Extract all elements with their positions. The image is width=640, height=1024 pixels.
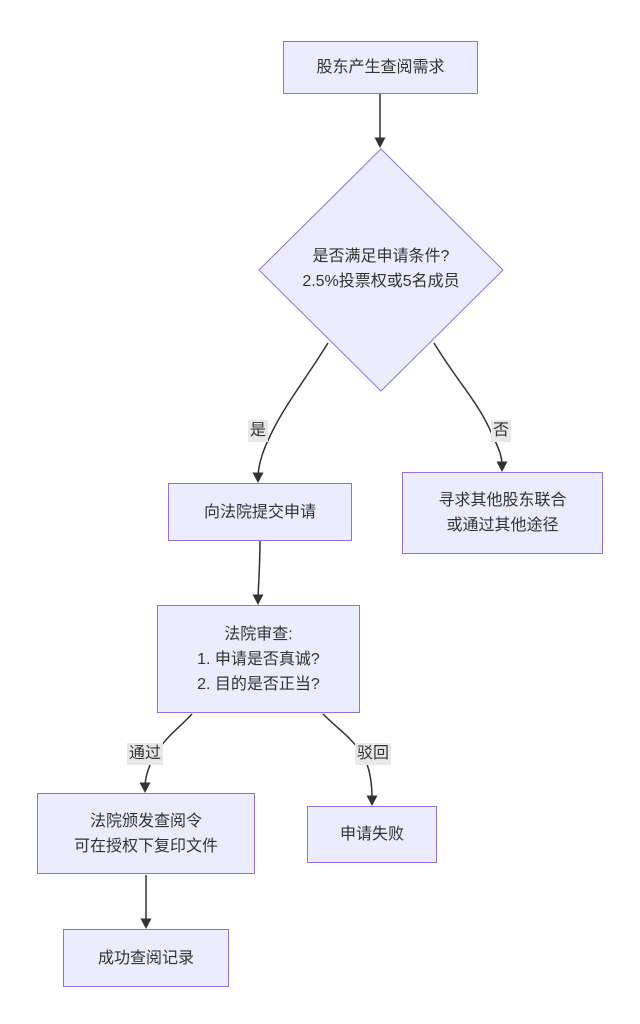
arrowhead-submit xyxy=(252,472,264,483)
node-order: 法院颁发查阅令 可在授权下复印文件 xyxy=(37,793,255,874)
edge-submit-review xyxy=(257,540,261,598)
node-review: 法院审查: 1. 申请是否真诚? 2. 目的是否正当? xyxy=(157,605,360,713)
node-fail-label: 申请失败 xyxy=(339,826,404,843)
node-success: 成功查阅记录 xyxy=(63,929,229,987)
node-condition-line2: 2.5%投票权或5名成员 xyxy=(302,273,460,290)
edge-label-pass: 通过 xyxy=(126,743,164,765)
node-submit-label: 向法院提交申请 xyxy=(203,503,316,521)
edge-label-no: 否 xyxy=(490,420,512,442)
arrowhead-seek xyxy=(496,461,508,472)
node-seek-line1: 寻求其他股东联合 xyxy=(438,492,567,509)
node-condition-line1: 是否满足申请条件? xyxy=(312,248,450,265)
arrowhead-condition xyxy=(374,137,386,148)
node-order-line1: 法院颁发查阅令 xyxy=(89,812,202,830)
node-start: 股东产生查阅需求 xyxy=(283,41,478,94)
edge-label-reject: 驳回 xyxy=(354,743,392,765)
node-seek-line2: 或通过其他途径 xyxy=(446,517,559,534)
node-order-line2: 可在授权下复印文件 xyxy=(73,837,218,855)
node-submit: 向法院提交申请 xyxy=(168,483,352,541)
node-success-label: 成功查阅记录 xyxy=(97,949,194,967)
edge-label-yes: 是 xyxy=(247,420,269,442)
edge-condition-submit xyxy=(257,342,329,477)
edge-condition-seek xyxy=(433,342,503,466)
node-review-line3: 2. 目的是否正当? xyxy=(197,675,320,693)
node-start-label: 股东产生查阅需求 xyxy=(316,59,445,76)
arrowhead-review xyxy=(252,594,264,605)
node-condition: 是否满足申请条件? 2.5%投票权或5名成员 xyxy=(261,244,501,294)
arrowhead-success xyxy=(140,918,152,929)
node-fail: 申请失败 xyxy=(307,806,437,863)
node-seek: 寻求其他股东联合 或通过其他途径 xyxy=(402,472,603,554)
arrowhead-order xyxy=(139,782,151,793)
node-condition-diamond-shape xyxy=(258,148,504,392)
node-review-line1: 法院审查: xyxy=(224,625,293,643)
arrowhead-fail xyxy=(366,795,378,806)
node-review-line2: 1. 申请是否真诚? xyxy=(197,650,320,668)
